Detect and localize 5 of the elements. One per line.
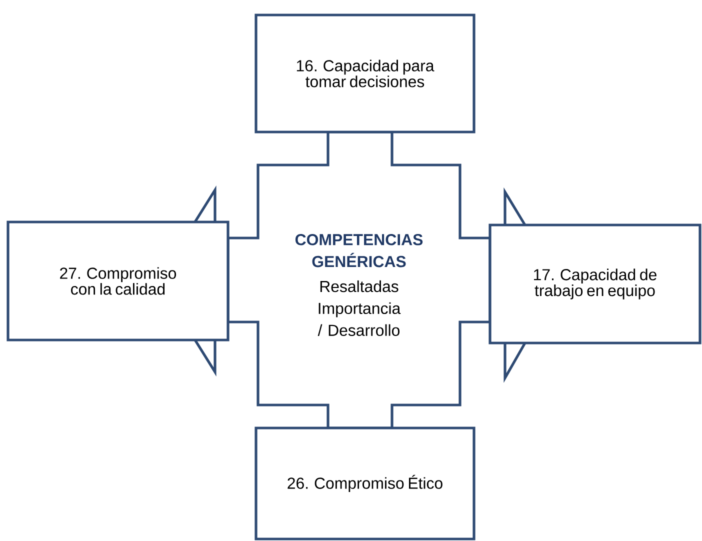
text-box: 16. Capacidad para tomar decisiones — [254, 14, 476, 134]
node-label: 17. Capacidad de trabajo en equipo — [534, 268, 656, 300]
text-box: 17. Capacidad de trabajo en equipo — [488, 187, 702, 383]
text-box: 26. Compromiso Ético — [254, 426, 476, 540]
text-box: 27. Compromiso con la calidad — [6, 185, 230, 377]
